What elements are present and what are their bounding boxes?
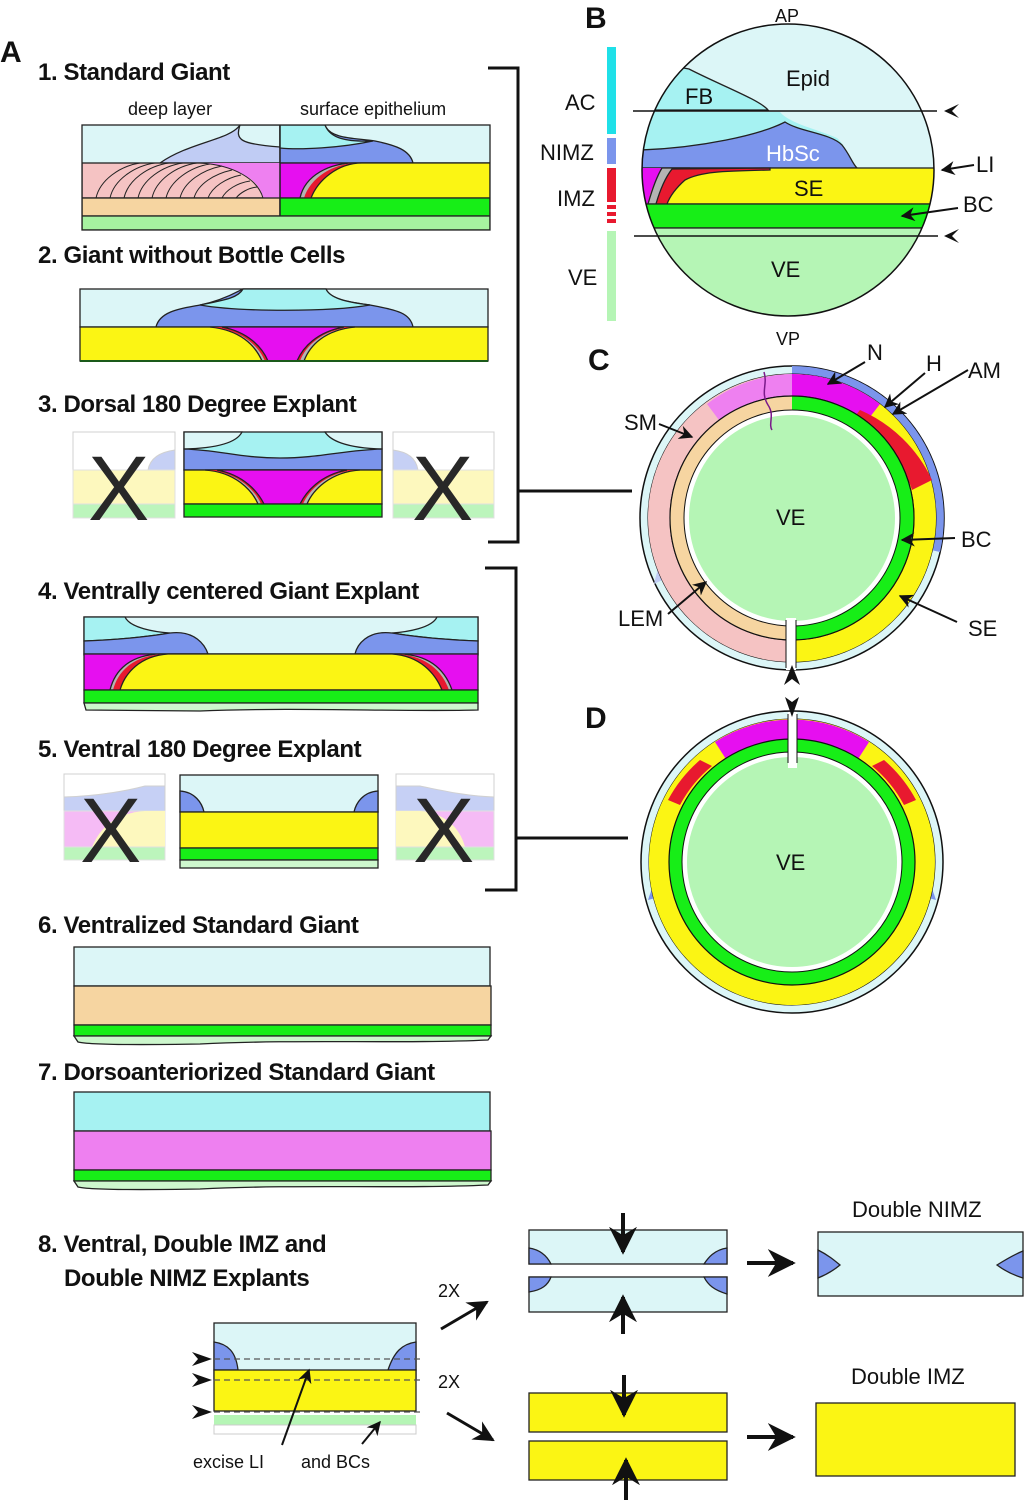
excluded-left-piece: X (63, 773, 166, 882)
explant-7-title: 7. Dorsoanteriorized Standard Giant (38, 1059, 435, 1086)
panel-c: C VE N H AM SM BC LEM (588, 340, 1001, 685)
bar-label-ve: VE (568, 265, 597, 290)
excluded-x-mark: X (412, 438, 473, 540)
source-explant: excise LI and BCs (192, 1322, 424, 1472)
cut-arrowhead-icon (785, 697, 799, 717)
pole-ap-label: AP (775, 6, 799, 26)
pointer-label-h: H (926, 351, 942, 376)
explant-5-title: 5. Ventral 180 Degree Explant (38, 736, 362, 763)
explant-3-title: 3. Dorsal 180 Degree Explant (38, 391, 357, 418)
explant-1-title: 1. Standard Giant (38, 59, 230, 86)
section-arrowhead-icon (944, 229, 959, 243)
panel-b: B AP VP AC NIMZ IMZ VE (540, 2, 994, 349)
cut-arrowhead-icon (192, 1373, 212, 1387)
explant-8-double-explants: 8. Ventral, Double IMZ and Double NIMZ E… (38, 1197, 1024, 1500)
pointer-label-am: AM (968, 358, 1001, 383)
pointer-label-sm: SM (624, 410, 657, 435)
ve-core-c (689, 415, 895, 621)
pointer-label-bc: BC (961, 527, 992, 552)
explant-2-no-bottle-cells: 2. Giant without Bottle Cells (38, 242, 489, 362)
excluded-left-piece: X (72, 431, 176, 540)
explant-1-standard-giant: 1. Standard Giant deep layer surface epi… (38, 59, 491, 231)
explant-2-title: 2. Giant without Bottle Cells (38, 242, 345, 269)
excise-li-label: excise LI (193, 1452, 264, 1472)
excluded-right-piece: X (392, 431, 495, 540)
region-label-hbsc: HbSc (766, 141, 820, 166)
nimz-halves (528, 1213, 728, 1334)
excluded-x-mark: X (413, 780, 474, 882)
explant-8-title-line1: 8. Ventral, Double IMZ and (38, 1231, 326, 1258)
bracket-ventral-group (485, 566, 628, 892)
multiplier-top-label: 2X (438, 1281, 460, 1301)
panel-letter-d: D (585, 702, 607, 735)
explant-3-dorsal-180: 3. Dorsal 180 Degree Explant X (38, 391, 495, 540)
double-nimz-label: Double NIMZ (852, 1197, 982, 1222)
double-imz-result (815, 1402, 1016, 1477)
surface-epithelium-label: surface epithelium (300, 99, 446, 119)
pointer-label-bc: BC (963, 192, 994, 217)
excluded-x-mark: X (80, 780, 141, 882)
pole-vp-label: VP (776, 329, 800, 349)
explant-8-title-line2: Double NIMZ Explants (64, 1265, 309, 1292)
excluded-x-mark: X (88, 438, 149, 540)
dorsal-180-central-piece (183, 431, 383, 518)
panel-d: D VE (585, 697, 944, 1014)
region-label-se: SE (794, 176, 823, 201)
region-label-ve: VE (771, 257, 800, 282)
double-nimz-result (817, 1231, 1024, 1297)
explant-4-title: 4. Ventrally centered Giant Explant (38, 578, 419, 605)
explant-6-title: 6. Ventralized Standard Giant (38, 912, 359, 939)
panel-letter-c: C (588, 344, 610, 377)
pointer-label-li: LI (976, 152, 994, 177)
explant-6-ventralized: 6. Ventralized Standard Giant (38, 912, 493, 1046)
region-label-epid: Epid (786, 66, 830, 91)
embryo-section-b (642, 24, 934, 316)
center-label-ve-d: VE (776, 850, 805, 875)
bracket-dorsal-group (488, 66, 632, 544)
panel-letter-b: B (585, 2, 607, 35)
cut-arrowhead-icon (192, 1352, 212, 1366)
pointer-label-se: SE (968, 616, 997, 641)
explant-4-ventrally-centered: 4. Ventrally centered Giant Explant (38, 578, 479, 712)
cut-arrowhead-icon (192, 1405, 212, 1419)
ventral-180-central-piece (179, 774, 379, 869)
bar-label-ac: AC (565, 90, 596, 115)
section-arrowhead-icon (944, 104, 959, 118)
excluded-right-piece: X (395, 773, 495, 882)
zone-bar (607, 47, 616, 321)
explant-7-dorsoanteriorized: 7. Dorsoanteriorized Standard Giant (38, 1059, 493, 1191)
ve-core-d (687, 757, 897, 967)
bar-label-imz: IMZ (557, 186, 595, 211)
cut-arrowhead-icon (784, 665, 800, 685)
panel-letter-a: A (0, 36, 22, 69)
explant-5-ventral-180: 5. Ventral 180 Degree Explant X X (38, 736, 495, 882)
pointer-label-lem: LEM (618, 606, 663, 631)
center-label-ve-c: VE (776, 505, 805, 530)
pointer-label-n: N (867, 340, 883, 365)
and-bcs-label: and BCs (301, 1452, 370, 1472)
multiplier-bottom-label: 2X (438, 1372, 460, 1392)
bar-label-nimz: NIMZ (540, 140, 594, 165)
imz-halves (528, 1375, 728, 1500)
double-imz-label: Double IMZ (851, 1364, 965, 1389)
deep-layer-label: deep layer (128, 99, 212, 119)
region-label-fb: FB (685, 84, 713, 109)
